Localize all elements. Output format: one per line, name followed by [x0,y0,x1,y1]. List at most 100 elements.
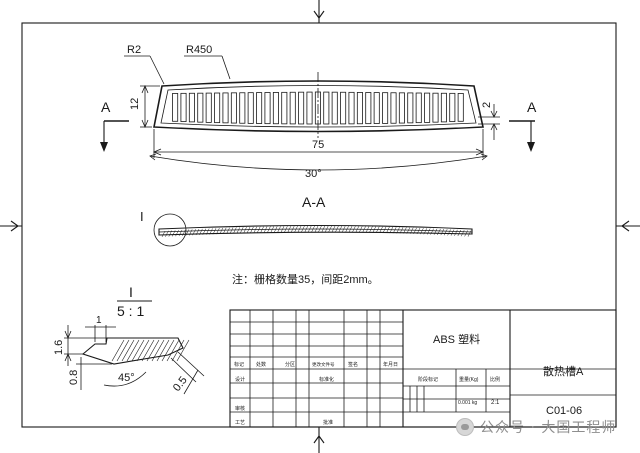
detail-marker: I [140,209,144,224]
section-hatch-line [219,227,224,235]
tb-label-sign: 签名 [348,361,358,368]
grille-slot [356,92,363,125]
tb-label-review: 审核 [235,405,245,412]
section-hatch-line [440,228,445,236]
section-hatch-line [423,228,428,235]
angle-dimension [149,153,488,171]
tb-part-name: 散热槽A [543,364,584,378]
section-hatch-line [307,225,312,233]
grille-slot [340,91,347,125]
detail-hatch-line [131,339,145,362]
section-hatch-line [335,225,339,233]
section-hatch-line [263,226,268,233]
section-hatch-line [212,228,217,235]
section-hatch-line [236,227,241,234]
section-hatch-line [396,227,400,234]
tb-weight: 0.001 kg [458,400,477,406]
section-hatch-line [352,226,356,233]
radius-leaders [124,55,231,85]
detail-hatch-line [121,339,135,362]
section-hatch-line [311,225,315,233]
section-hatch-line [233,227,237,234]
section-hatch-line [460,230,465,237]
section-hatch-line [386,226,390,234]
grille-slot [424,92,431,123]
tb-material: ABS 塑料 [433,332,480,346]
section-hatch-line [450,229,455,236]
detail-dim-top: 1 [96,315,102,326]
section-hatch-line [345,226,349,233]
section-hatch-line [185,229,190,236]
section-hatching [161,225,472,238]
tb-label-design: 设计 [235,376,245,383]
detail-hatch-line [136,339,150,362]
section-hatch-line [161,230,166,238]
detail-hatch-line [111,339,125,362]
section-hatch-line [375,226,380,233]
section-hatch-line [372,226,377,233]
section-title: A-A [302,194,326,210]
section-hatch-line [195,228,200,236]
section-hatch-line [277,226,281,233]
section-hatch-line [403,227,407,234]
grille-slot [365,92,372,125]
watermark-text: 公众号 · 大国工程师 [480,420,617,436]
section-hatch-line [420,228,424,235]
tb-label-standardization: 标准化 [319,376,334,383]
section-hatch-line [467,230,472,237]
grille-slot [272,92,279,125]
detail-hatch-line [176,339,190,362]
section-hatch-line [290,226,295,233]
section-hatch-line [199,228,203,236]
grille-slots [172,91,464,125]
grille-slot [205,92,212,123]
section-hatch-line [229,227,234,234]
detail-hatch-line [146,339,160,362]
section-marker-left: A [101,99,111,115]
section-hatch-line [348,226,353,233]
section-hatch-line [246,226,251,234]
dim-radius-large: R450 [186,44,212,56]
section-hatch-line [447,229,451,236]
title-block [229,309,617,428]
section-hatch-line [328,225,332,233]
section-hatch-line [437,228,441,236]
grille-slot [230,92,237,124]
grille-slot [180,92,187,122]
dim-angle: 30° [305,168,322,180]
detail-hatch-line [151,339,165,362]
section-hatch-line [297,225,302,233]
grille-slot [172,93,179,122]
section-hatch-line [324,225,329,233]
section-hatch-line [331,225,336,233]
section-hatch-line [202,228,207,235]
section-hatch-line [239,227,244,234]
section-hatch-line [178,229,183,237]
detail-hatch-line [156,339,170,362]
detail-scale: 5 : 1 [117,303,144,319]
detail-dim-angle: 45° [118,372,135,384]
grille-slot [214,92,221,124]
section-hatch-line [253,226,258,233]
detail-dim-base: 0.8 [68,370,80,385]
section-hatch-line [433,228,438,235]
grille-slot [197,92,204,123]
section-hatch-line [205,228,210,235]
section-hatch-line [280,226,285,233]
detail-hatch-line [171,339,185,362]
drawing-note: 注：栅格数量35，间距2mm。 [232,272,379,286]
detail-hatch-line [141,339,155,362]
dim-radius-small: R2 [127,44,141,56]
detail-hatching [111,339,190,362]
section-hatch-line [226,227,230,234]
section-hatch-line [358,226,363,233]
section-hatch-line [287,226,292,233]
detail-hatch-line [166,339,180,362]
section-hatch-line [256,226,261,233]
section-hatch-line [379,226,383,233]
grille-slot [373,92,380,124]
height-dimension [140,84,160,129]
grille-slot [398,92,405,124]
